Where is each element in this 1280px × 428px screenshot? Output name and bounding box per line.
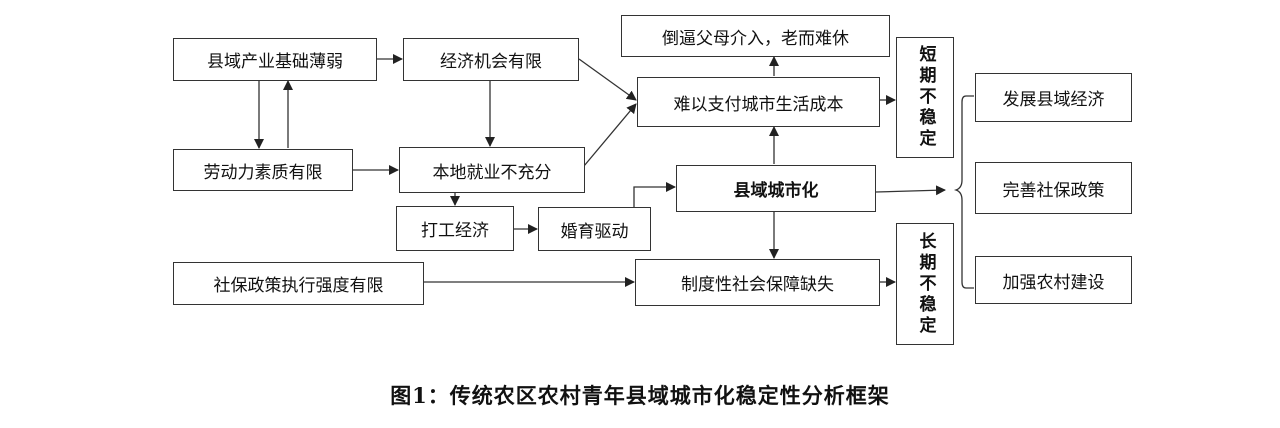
- edge-marriage-driven-to-county-urbanization: [633, 182, 676, 207]
- node-living-cost: 难以支付城市生活成本: [637, 77, 880, 127]
- node-develop-economy: 发展县域经济: [975, 73, 1132, 122]
- node-strengthen-rural: 加强农村建设: [975, 256, 1132, 304]
- edge-county-urbanization-to-measures: [875, 185, 946, 196]
- node-long-term: 长期不稳定: [896, 223, 954, 345]
- figure-caption: 图1：传统农区农村青年县域城市化稳定性分析框架: [390, 383, 890, 408]
- edge-limited-economy-to-living-cost: [578, 58, 637, 101]
- node-improve-social: 完善社保政策: [975, 162, 1132, 214]
- measures-brace: [953, 95, 974, 289]
- node-migrant-economy: 打工经济: [396, 206, 514, 251]
- node-long-term-label: 长期不稳定: [915, 231, 936, 337]
- node-social-policy: 社保政策执行强度有限: [173, 262, 424, 305]
- node-labor-quality: 劳动力素质有限: [173, 149, 353, 191]
- node-weak-industry: 县域产业基础薄弱: [173, 38, 377, 81]
- node-short-term: 短期不稳定: [896, 37, 954, 158]
- node-institutional-gap: 制度性社会保障缺失: [635, 259, 880, 306]
- edge-local-employment-to-living-cost: [583, 103, 637, 167]
- node-marriage-driven: 婚育驱动: [538, 207, 651, 251]
- node-parents-intervene: 倒逼父母介入，老而难休: [621, 15, 890, 57]
- node-county-urbanization: 县域城市化: [676, 165, 876, 212]
- node-local-employment: 本地就业不充分: [399, 147, 585, 193]
- node-limited-economy: 经济机会有限: [403, 38, 579, 81]
- node-short-term-label: 短期不稳定: [915, 45, 936, 150]
